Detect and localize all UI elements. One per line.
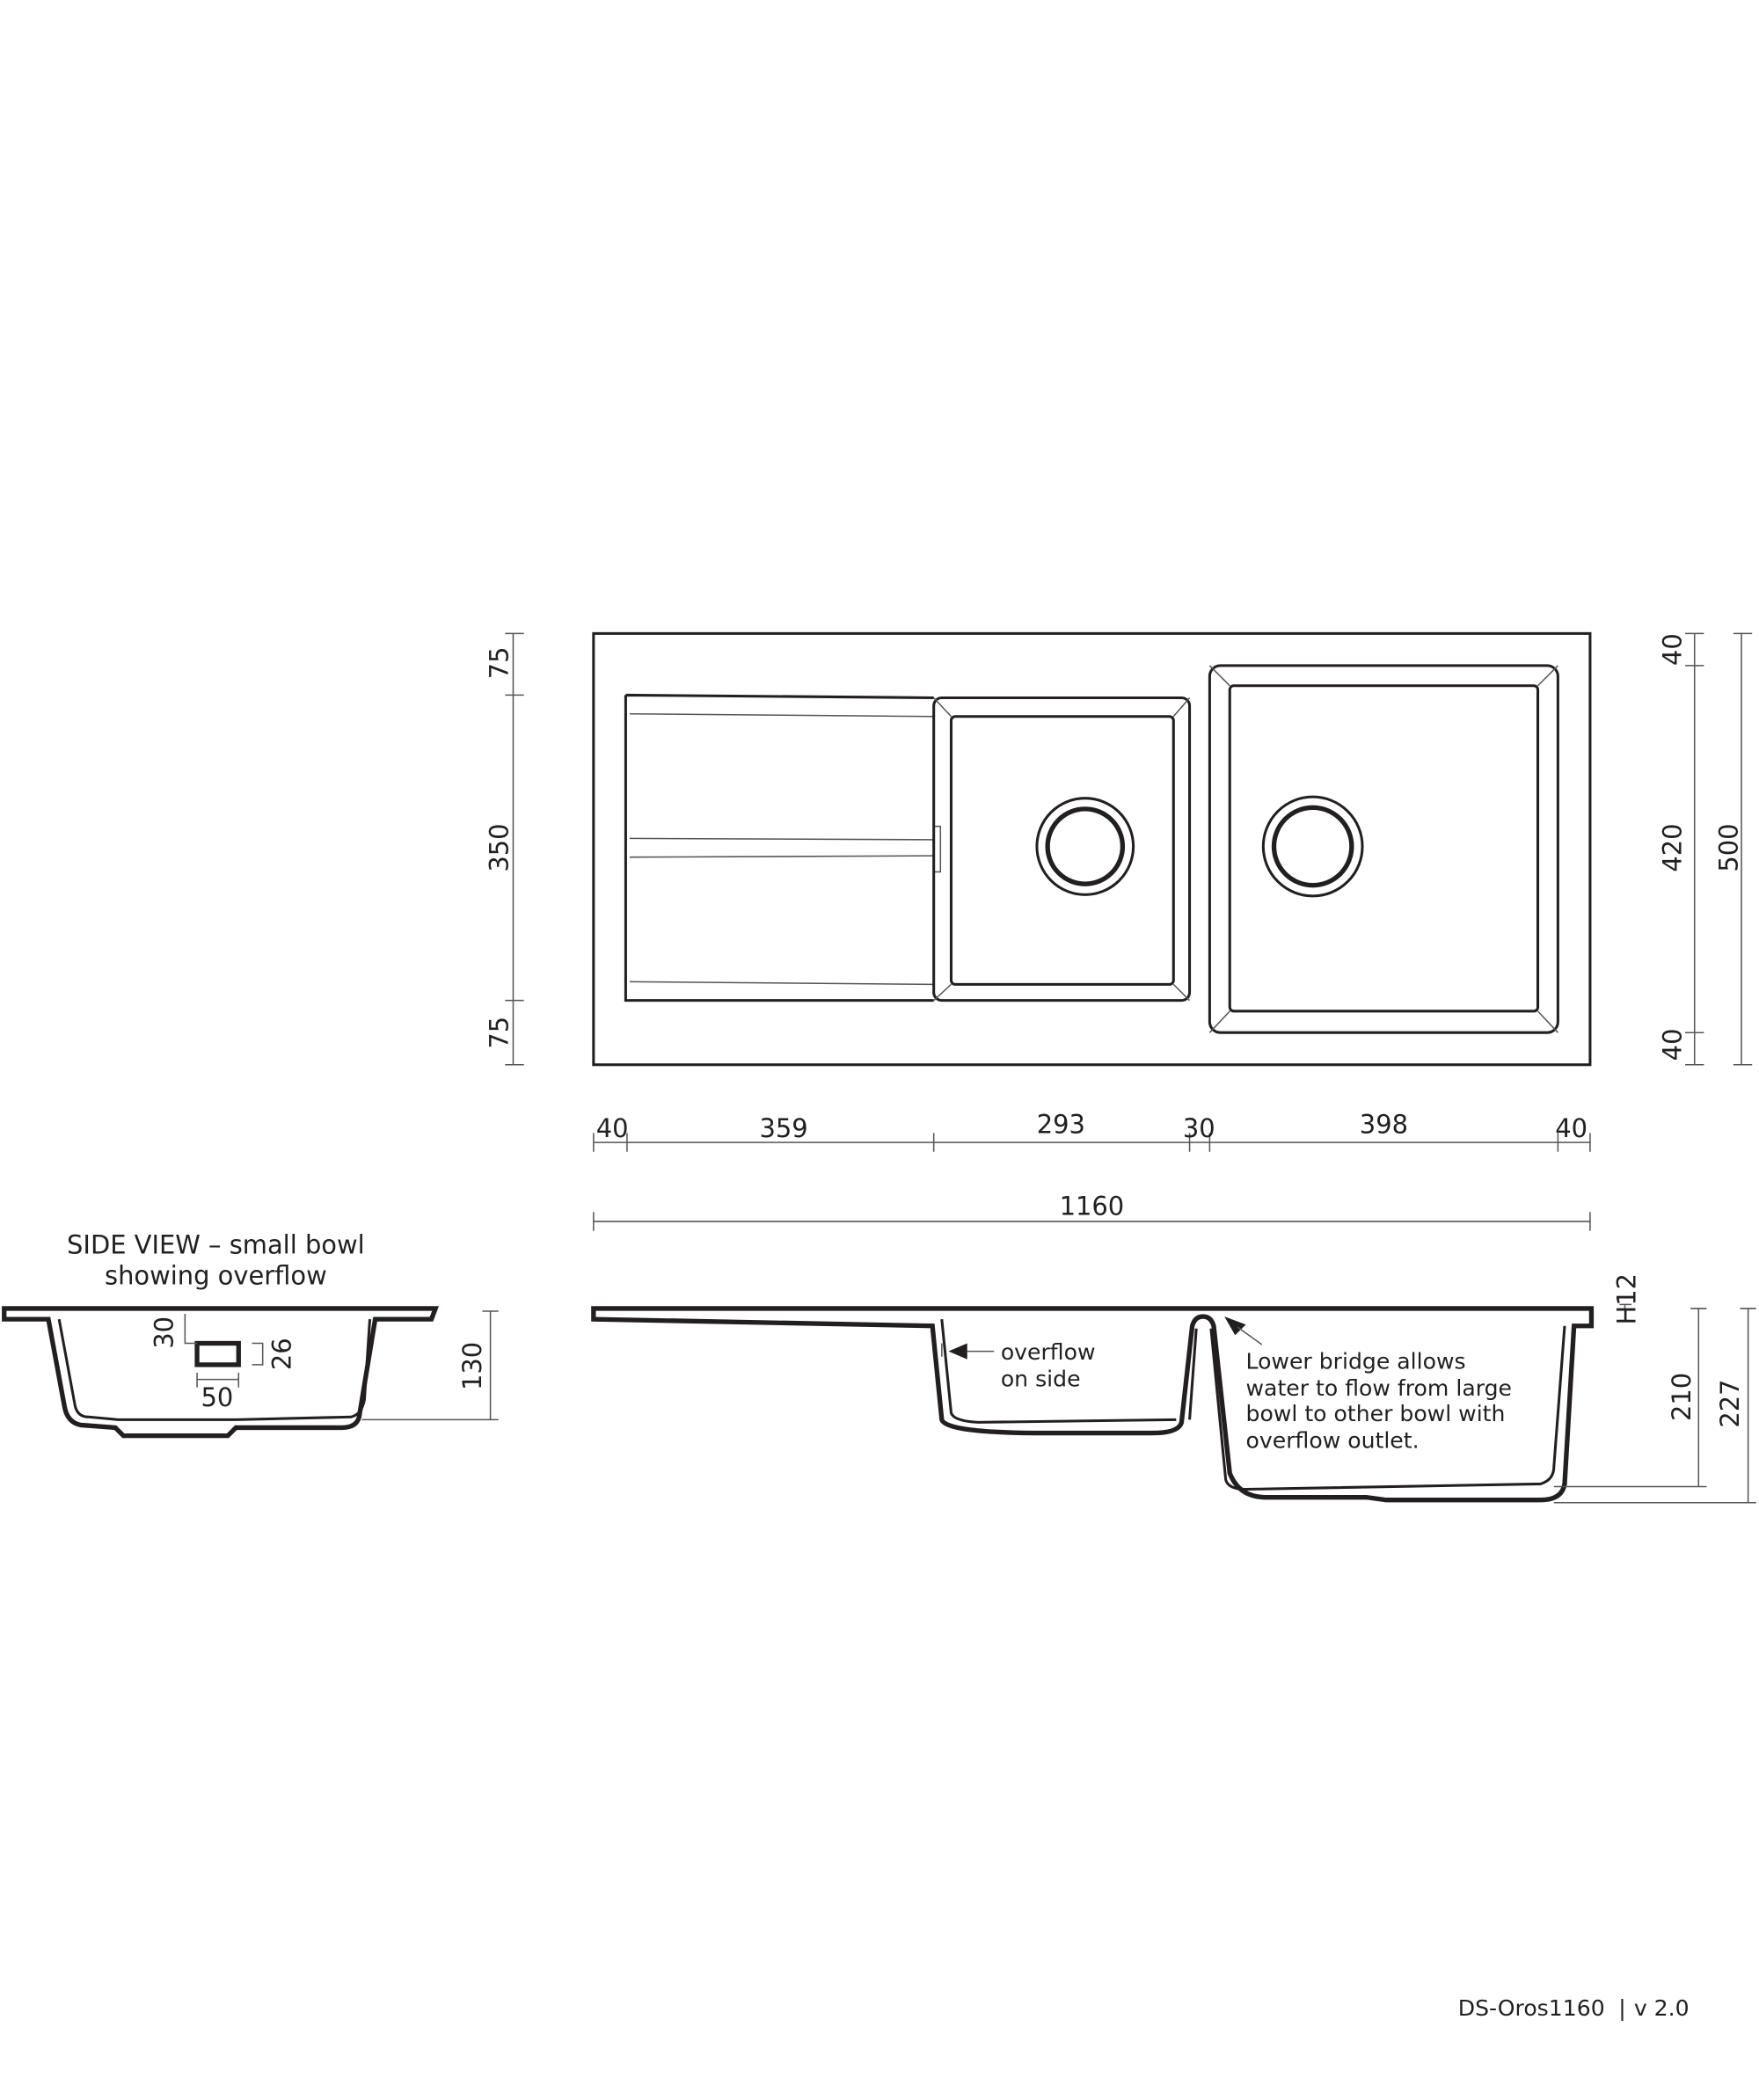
dim-large-bowl-width: 398	[1360, 1109, 1408, 1139]
dim-rim-height: H12	[1612, 1273, 1642, 1325]
document-version: v 2.0	[1634, 1995, 1690, 2021]
side-view-main: overflow on side Lower bridge allows wat…	[591, 1273, 1756, 1504]
dim-overflow-width: 50	[201, 1382, 233, 1412]
small-bowl	[932, 696, 1192, 1003]
overflow-note-line2: on side	[1001, 1366, 1081, 1391]
bridge-note-line4: overflow outlet.	[1246, 1427, 1420, 1453]
dim-drainboard-depth: 350	[484, 823, 514, 871]
dim-bridge-width: 30	[1183, 1113, 1215, 1143]
overflow-opening	[194, 1340, 241, 1367]
dim-overall-depth: 500	[1713, 823, 1743, 871]
side-view-subtitle: showing overflow	[105, 1261, 327, 1291]
dim-right-rim: 40	[1555, 1113, 1587, 1143]
dim-drainboard-width: 359	[760, 1113, 808, 1143]
drainboard	[624, 693, 942, 1003]
arrow-icon	[1224, 1316, 1246, 1336]
footer: DS-Oros1160 | v 2.0	[1458, 1995, 1690, 2021]
small-bowl-drain	[1035, 797, 1135, 896]
bridge-note-line2: water to flow from large	[1246, 1375, 1512, 1401]
overflow-note-line1: overflow	[1001, 1339, 1096, 1365]
right-dimensions: 40 420 40 500	[1657, 632, 1753, 1066]
top-view: 75 350 75 40 420 40 500 40 359 293 30 39…	[484, 631, 1753, 1231]
arrow-icon	[948, 1343, 967, 1360]
document-id: DS-Oros1160	[1458, 1995, 1605, 2021]
dim-overall-width: 1160	[1060, 1191, 1125, 1221]
dim-overflow-height: 26	[267, 1338, 297, 1370]
footer-separator: |	[1618, 1995, 1625, 2021]
sink-outline	[592, 631, 1592, 1067]
large-bowl-drain	[1261, 795, 1364, 898]
dim-small-bowl-depth: 130	[457, 1342, 487, 1390]
large-bowl	[1208, 664, 1559, 1034]
dim-right-bottom: 40	[1657, 1029, 1687, 1061]
bridge-note-line3: bowl to other bowl with	[1246, 1401, 1506, 1426]
side-view-title: SIDE VIEW – small bowl	[67, 1229, 365, 1259]
dim-left-rim: 40	[596, 1113, 629, 1143]
dim-top-margin: 75	[484, 646, 514, 679]
left-dimensions: 75 350 75	[484, 632, 524, 1066]
dim-overflow-offset: 30	[150, 1316, 179, 1349]
dim-right-top: 40	[1657, 633, 1687, 666]
bridge-note-line1: Lower bridge allows	[1246, 1348, 1466, 1374]
dim-small-bowl-width: 293	[1037, 1109, 1085, 1139]
side-view-small-bowl: SIDE VIEW – small bowl showing overflow …	[2, 1229, 499, 1439]
dim-total-depth: 227	[1715, 1379, 1745, 1427]
dim-bowl-depth: 210	[1667, 1373, 1697, 1421]
bottom-dimensions: 40 359 293 30 398 40 1160	[593, 1109, 1591, 1231]
dim-large-bowl-depth: 420	[1657, 823, 1687, 871]
dim-bottom-margin: 75	[484, 1017, 514, 1049]
